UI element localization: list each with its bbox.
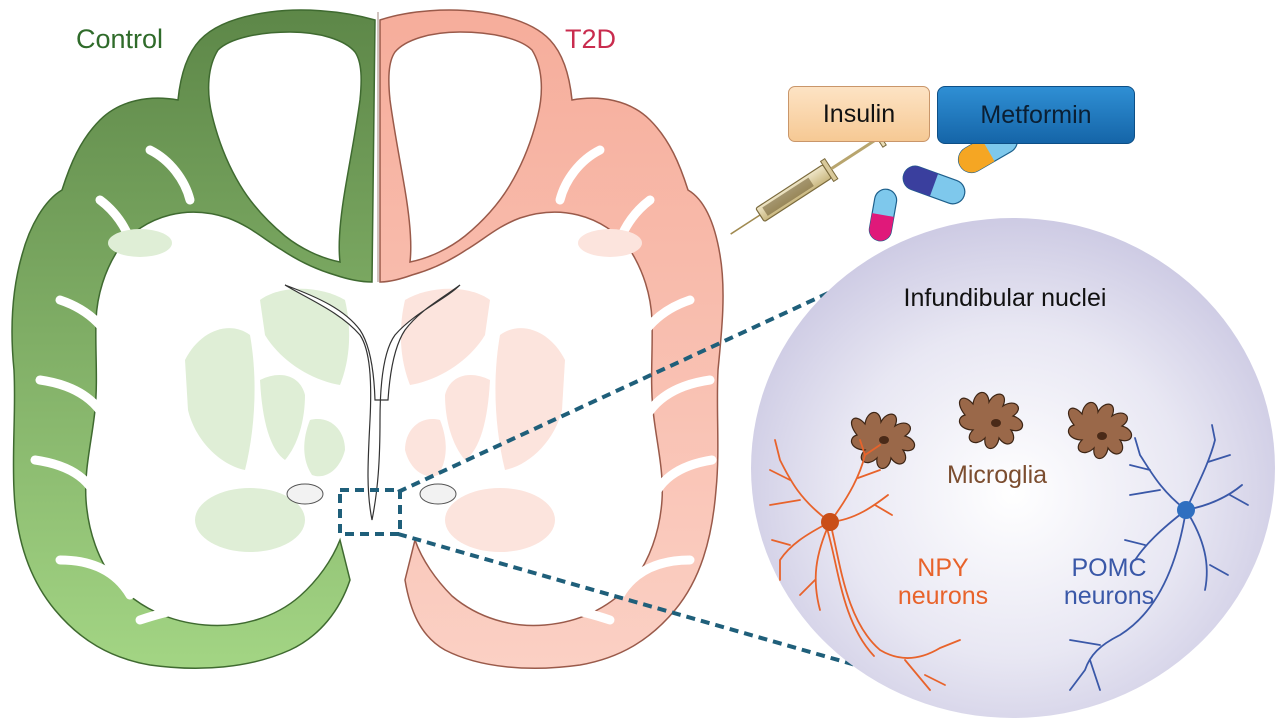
neuron-icon [1069,424,1249,691]
control-label: Control [76,24,164,54]
control-sulci [30,55,316,625]
insulin-label: Insulin [822,99,896,128]
control-hemisphere [11,9,376,669]
insulin-box: Insulin [788,86,930,142]
zoom-connectors [338,280,867,670]
metformin-label: Metformin [980,100,1092,129]
metformin-box: Metformin [937,86,1135,144]
control-nuclei [108,229,350,552]
t2d-hemisphere [379,9,724,669]
t2d-sulci [434,55,717,625]
npy-label: NPY neurons [897,554,989,610]
syringe-icon [730,127,887,235]
zoom-circle [751,218,1275,718]
zoom-box [338,488,402,536]
right-oval [419,483,457,505]
t2d-nuclei [400,229,642,552]
npy-soma [821,513,839,531]
neuron-icon [769,439,961,691]
microglia-label: Microglia [947,461,1048,489]
pomc-label: POMC neurons [1063,554,1155,610]
left-oval [286,483,324,505]
t2d-label: T2D [565,24,617,54]
infundibular-label: Infundibular nuclei [903,284,1107,312]
capsule-icon [868,126,1019,242]
pomc-soma [1177,501,1195,519]
ventricle-outline [284,284,461,521]
